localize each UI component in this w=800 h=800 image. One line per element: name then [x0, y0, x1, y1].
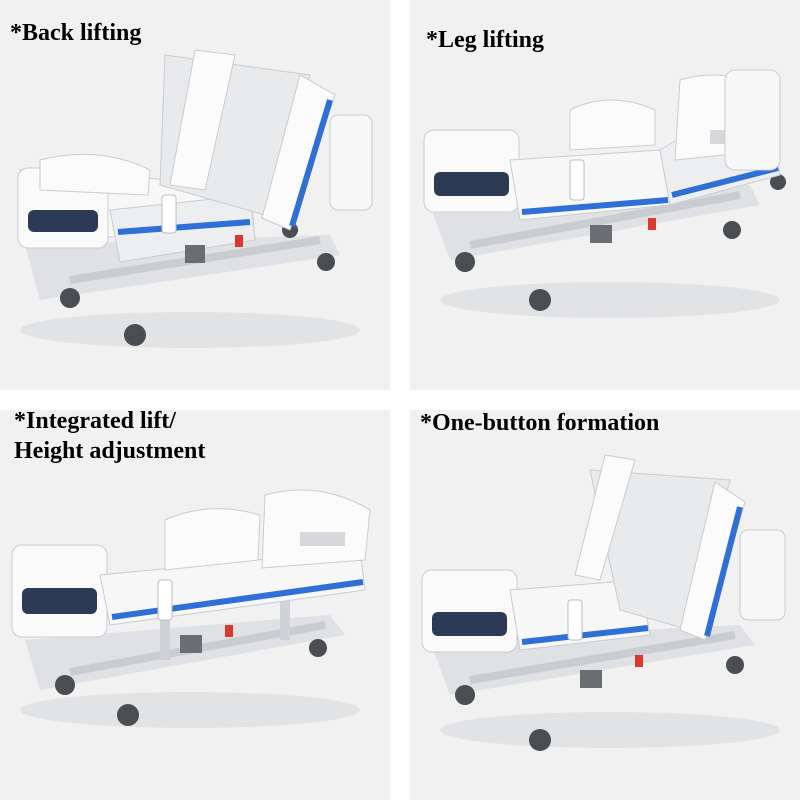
- caption-integrated-lift-line1: *Integrated lift/: [14, 408, 176, 434]
- hospital-bed-back-raised-illustration: [0, 0, 390, 390]
- caption-one-button-formation: *One-button formation: [420, 410, 660, 436]
- hospital-bed-leg-raised-illustration: [410, 0, 800, 390]
- image-panel-one-button-formation: [410, 410, 800, 800]
- image-panel-back-lifting: [0, 0, 390, 390]
- caption-leg-lifting: *Leg lifting: [426, 27, 544, 53]
- caption-integrated-lift: *Integrated lift/ Height adjustment: [14, 406, 205, 466]
- image-panel-leg-lifting: [410, 0, 800, 390]
- caption-height-adjustment-line2: Height adjustment: [14, 438, 206, 464]
- hospital-bed-height-raised-illustration: [0, 410, 390, 800]
- caption-back-lifting: *Back lifting: [10, 20, 142, 46]
- image-panel-height-adjustment: [0, 410, 390, 800]
- hospital-bed-combined-position-illustration: [410, 410, 800, 800]
